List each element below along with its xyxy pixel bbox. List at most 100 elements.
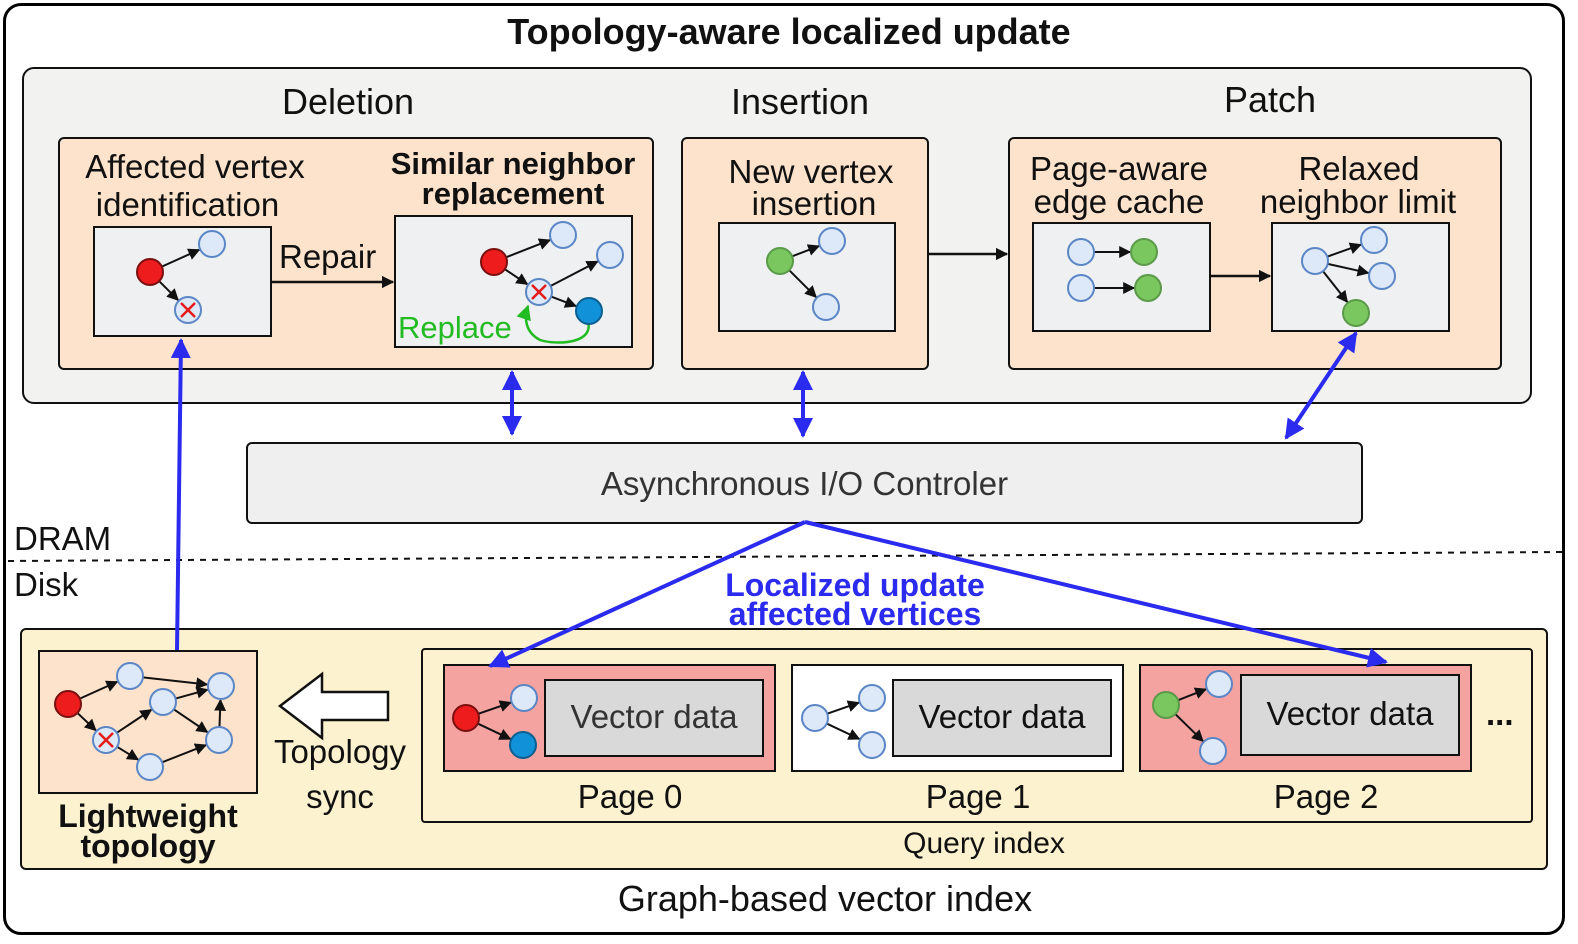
page-2-vector-box — [1240, 674, 1460, 756]
relaxed-label-1: Relaxed — [1298, 150, 1420, 187]
graph-edge — [161, 743, 208, 764]
graph-node — [116, 662, 144, 690]
deletion-heading: Deletion — [281, 81, 415, 122]
affected-graph-box — [93, 226, 272, 337]
graph-edge — [550, 295, 578, 308]
graph-node — [1301, 247, 1329, 275]
graph-node — [596, 241, 624, 269]
affected-label-1: Affected vertex — [85, 148, 305, 185]
patch-io-arrow — [1284, 331, 1358, 440]
graph-edge — [1174, 713, 1204, 743]
graph-edge — [1322, 270, 1349, 303]
similar-label-1: Similar neighbor — [390, 146, 636, 181]
graph-node — [812, 293, 840, 321]
localized-update-label-2: affected vertices — [728, 596, 982, 632]
graph-node — [54, 690, 82, 718]
deleted-mark-icon — [531, 284, 547, 300]
disk-label: Disk — [14, 566, 79, 603]
graph-edge — [79, 680, 119, 700]
graph-edge — [826, 700, 860, 715]
graph-node — [510, 684, 538, 712]
graph-node — [207, 672, 235, 700]
graph-edge — [161, 248, 201, 268]
topology-sync-label-2: sync — [306, 778, 374, 815]
graph-edge — [550, 260, 599, 287]
deleted-mark-icon — [98, 732, 114, 748]
dram-disk-divider — [7, 551, 1563, 562]
affected-label-2: identification — [95, 186, 280, 223]
graph-node — [1199, 737, 1227, 765]
graph-node — [575, 297, 603, 325]
graph-node — [1067, 238, 1095, 266]
topology-sync-arrow — [277, 671, 390, 741]
io-to-page0-arrow — [488, 520, 806, 668]
similar-graph-box — [394, 215, 633, 348]
graph-edge — [1177, 687, 1208, 702]
graph-edge — [116, 708, 153, 734]
graph-node — [205, 726, 233, 754]
page-2-label: Page 2 — [1273, 778, 1379, 815]
graph-edge — [477, 700, 512, 715]
similar-label-2: replacement — [421, 176, 605, 211]
graph-edge — [788, 269, 817, 298]
graph-node — [509, 731, 537, 759]
topology-to-affected-arrow — [170, 338, 191, 651]
graph-node — [766, 247, 794, 275]
page-aware-label-1: Page-aware — [1030, 150, 1208, 187]
graph-node — [480, 248, 508, 276]
page-aware-label-2: edge cache — [1033, 183, 1205, 220]
graph-node — [452, 704, 480, 732]
page-1-vector-box — [892, 679, 1112, 757]
graph-edge — [505, 238, 552, 259]
graph-node — [801, 704, 829, 732]
dram-label: DRAM — [14, 520, 112, 557]
replace-label: Replace — [398, 310, 512, 345]
graph-edge — [1326, 242, 1362, 258]
graph-edge — [158, 280, 179, 301]
graph-edge — [76, 712, 97, 732]
graph-edge — [173, 708, 209, 733]
graph-node — [1067, 274, 1095, 302]
graph-node — [136, 753, 164, 781]
graph-edge — [214, 698, 227, 728]
outer-frame — [3, 3, 1565, 935]
insertion-heading: Insertion — [730, 81, 870, 122]
graph-node — [198, 230, 226, 258]
graph-node — [858, 731, 886, 759]
graph-node — [858, 684, 886, 712]
graph-node — [149, 688, 177, 716]
graph-edge — [1327, 262, 1370, 277]
graph-edge — [477, 722, 512, 740]
graph-node — [1342, 299, 1370, 327]
graph-node — [1360, 226, 1388, 254]
diagram-title: Topology-aware localized update — [507, 11, 1071, 52]
io-to-page2-arrow — [804, 520, 1388, 668]
page-0-vector-label: Vector data — [570, 698, 738, 735]
new-vertex-graph-box — [718, 222, 896, 332]
query-index-label: Query index — [903, 827, 1065, 860]
deleted-mark-icon — [180, 302, 196, 318]
topology-sync-label-1: Topology — [273, 733, 407, 770]
page-1-vector-label: Vector data — [918, 698, 1086, 735]
patch-heading: Patch — [1223, 79, 1317, 120]
graph-edge — [791, 244, 821, 258]
page-1-label: Page 1 — [925, 778, 1031, 815]
new-vertex-label-1: New vertex — [728, 153, 894, 190]
graph-edge — [116, 745, 140, 761]
graph-node — [1134, 274, 1162, 302]
graph-node — [818, 227, 846, 255]
repair-label: Repair — [279, 238, 377, 275]
graph-node — [136, 258, 164, 286]
io-controller-label: Asynchronous I/O Controler — [600, 465, 1009, 502]
graph-node — [1130, 238, 1158, 266]
replace-arrow — [516, 304, 590, 344]
ellipsis: ... — [1486, 695, 1514, 732]
new-vertex-label-2: insertion — [751, 185, 877, 222]
graph-edge — [142, 676, 209, 690]
lightweight-label-1: Lightweight — [58, 798, 238, 834]
page-aware-graph-box — [1032, 222, 1211, 332]
relaxed-label-2: neighbor limit — [1259, 183, 1457, 220]
graph-node — [1205, 670, 1233, 698]
graph-node — [1368, 262, 1396, 290]
